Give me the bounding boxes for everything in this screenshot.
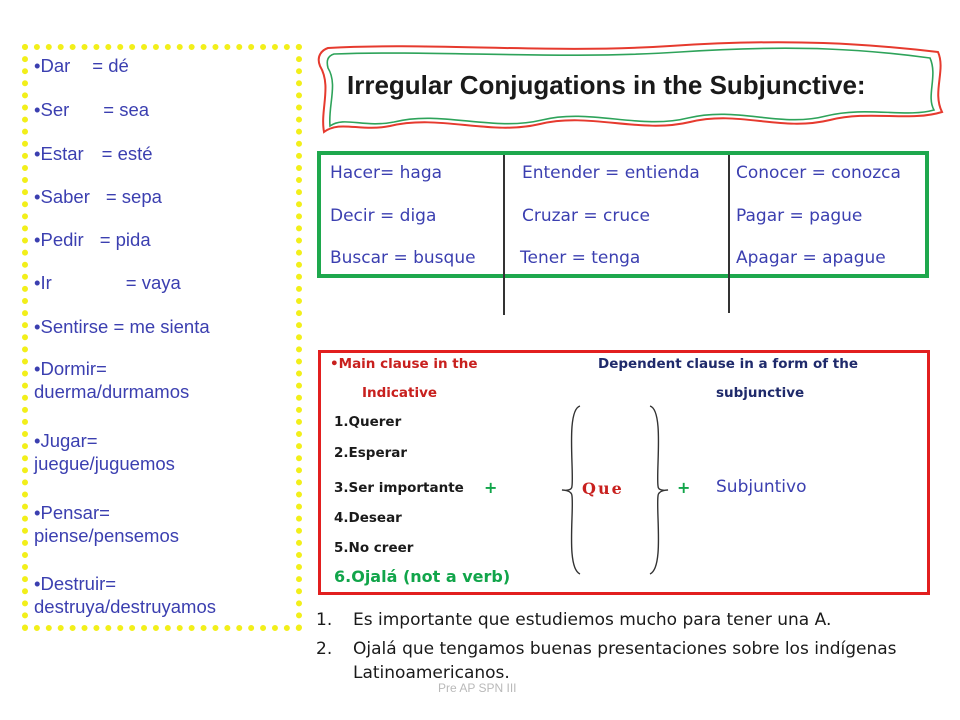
ojala-item: 6.Ojalá (not a verb) [334,567,511,586]
grid-cell: Cruzar = cruce [522,206,650,226]
list-item: •Destruir=destruya/destruyamos [34,573,217,617]
list-item: •Dar= dé [34,55,129,76]
plus-sign: + [484,478,498,497]
list-item: •Sentirse = me sienta [34,316,210,337]
grid-cell: Decir = diga [330,206,437,226]
list-item: •Saber= sepa [34,186,162,207]
main-verb-item: 2.Esperar [334,445,408,461]
grid-cell: Tener = tenga [520,248,641,268]
plus-sign: + [677,478,691,497]
clause-structure-box [318,350,930,595]
title-area: Irregular Conjugations in the Subjunctiv… [310,40,950,150]
list-item: •Pensar=piense/pensemos [34,502,180,546]
grid-cell: Entender = entienda [522,163,700,183]
grid-cell: Buscar = busque [330,248,476,268]
subjuntivo-label: Subjuntivo [716,477,807,497]
que-brackets [561,405,669,575]
list-item: •Ser= sea [34,99,150,120]
grid-cell: Pagar = pague [736,206,863,226]
main-verb-item: 3.Ser importante [334,480,464,496]
list-item: •Estar= esté [34,143,153,164]
main-clause-label: •Main clause in the [330,356,478,372]
verb-grid-box [317,151,929,278]
list-item: •Ir= vaya [34,272,181,293]
grid-cell: Conocer = conozca [736,163,901,183]
que-connector: Que [582,479,624,498]
grid-cell: Hacer= haga [330,163,443,183]
column-divider [503,155,505,315]
main-verb-item: 1.Querer [334,414,402,430]
grid-cell: Apagar = apague [736,248,886,268]
page-title: Irregular Conjugations in the Subjunctiv… [347,70,866,100]
main-verb-item: 5.No creer [334,540,414,556]
list-item: •Pedir= pida [34,229,151,250]
footer-label: Pre AP SPN III [438,681,517,695]
dependent-clause-label: Dependent clause in a form of the [598,356,859,372]
list-item: •Jugar=juegue/juguemos [34,430,175,474]
irregular-verbs-box [22,44,302,631]
column-divider [728,155,730,313]
list-item: •Dormir=duerma/durmamos [34,358,190,402]
dependent-clause-label-line2: subjunctive [716,385,805,401]
main-clause-label-line2: Indicative [362,385,438,401]
main-verb-item: 4.Desear [334,510,402,526]
squiggle-decoration [317,41,944,134]
example-sentence: 2. Ojalá que tengamos buenas presentacio… [316,639,897,683]
